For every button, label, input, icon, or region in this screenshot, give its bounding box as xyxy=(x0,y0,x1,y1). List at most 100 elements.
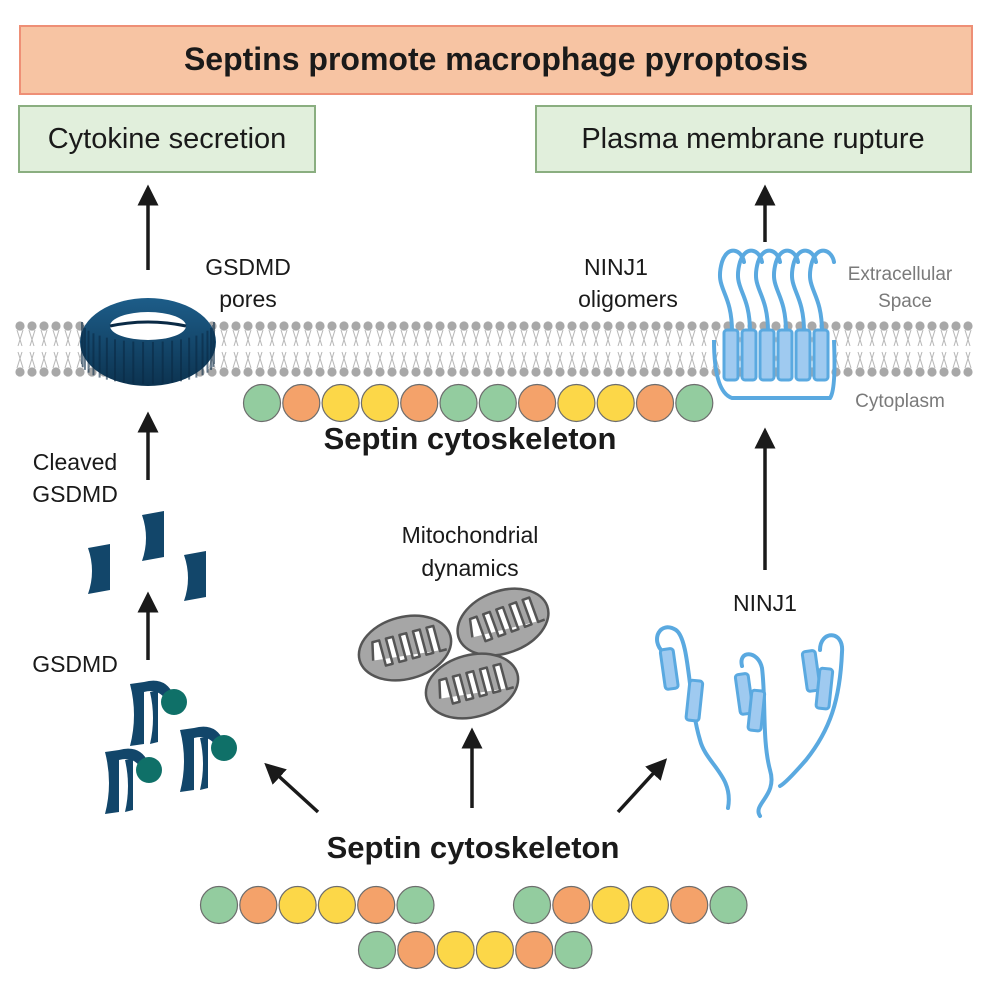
ninj1-oligomer xyxy=(712,248,837,400)
lipid-head xyxy=(891,321,901,331)
lipid-head xyxy=(15,367,25,377)
lipid-head xyxy=(699,367,709,377)
lipid-head xyxy=(327,367,337,377)
septin-subunit-yellow xyxy=(596,383,635,423)
septin-subunit-green xyxy=(357,930,397,970)
lipid-head xyxy=(543,367,553,377)
lipid-head xyxy=(267,367,277,377)
ninj1-extracellular-loop xyxy=(717,248,746,334)
lipid-head xyxy=(615,321,625,331)
ninj1-helix xyxy=(794,328,812,382)
septin-subunit-green xyxy=(242,383,282,423)
lipid-head xyxy=(651,367,661,377)
outcome-cytokine-secretion: Cytokine secretion xyxy=(18,105,316,173)
septin-subunit-green xyxy=(512,885,552,925)
gsdmd-c-terminal-domain xyxy=(211,735,237,761)
gsdmd-label: GSDMD xyxy=(32,651,118,677)
lipid-head xyxy=(303,367,313,377)
ninj1-oligomers-label-2: oligomers xyxy=(578,286,678,312)
lipid-head xyxy=(639,321,649,331)
septin-subunit-orange xyxy=(397,930,436,970)
lipid-head xyxy=(507,321,517,331)
cleaved-fragment-3 xyxy=(184,551,206,601)
lipid-head xyxy=(867,367,877,377)
lipid-head xyxy=(879,367,889,377)
ninj1-extracellular-loop xyxy=(771,248,800,334)
mitochondrial-dynamics-label-2: dynamics xyxy=(421,555,518,581)
lipid-head xyxy=(879,321,889,331)
lipid-head xyxy=(279,321,289,331)
ninj1-helix xyxy=(758,328,776,382)
lipid-head xyxy=(855,321,865,331)
ninj1-helix xyxy=(800,649,822,693)
ninj1-extracellular-loop xyxy=(789,248,818,334)
lipid-head xyxy=(339,321,349,331)
septin-subunit-yellow xyxy=(591,885,630,925)
lipid-head xyxy=(27,367,37,377)
svg-text:Cytokine secretion: Cytokine secretion xyxy=(48,123,287,155)
arrow-septin-to-ninj1 xyxy=(616,758,668,814)
septin-subunit-green xyxy=(396,885,435,925)
lipid-head xyxy=(483,321,493,331)
lipid-head xyxy=(663,367,673,377)
ninj1-helix xyxy=(722,328,740,382)
lipid-head xyxy=(363,321,373,331)
ninj1-monomer xyxy=(655,625,731,810)
lipid-head xyxy=(219,367,229,377)
lipid-head xyxy=(243,321,253,331)
lipid-head xyxy=(471,367,481,377)
lipid-head xyxy=(231,367,241,377)
lipid-head xyxy=(243,367,253,377)
lipid-head xyxy=(831,321,841,331)
lipid-head xyxy=(903,321,913,331)
lipid-head xyxy=(315,367,325,377)
lipid-head xyxy=(411,321,421,331)
outcome-plasma-membrane-rupture: Plasma membrane rupture xyxy=(535,105,972,173)
lipid-head xyxy=(219,321,229,331)
septin-subunit-yellow xyxy=(360,383,399,423)
ninj1-helix xyxy=(814,666,835,711)
ninj1-monomers xyxy=(655,625,845,818)
lipid-head xyxy=(411,367,421,377)
septin-filament-bottom-center xyxy=(357,930,593,970)
lipid-head xyxy=(603,321,613,331)
lipid-head xyxy=(303,321,313,331)
lipid-head xyxy=(651,321,661,331)
lipid-head xyxy=(639,367,649,377)
gsdmd-pores-label-2: pores xyxy=(219,286,277,312)
lipid-head xyxy=(267,321,277,331)
extracellular-label-1: Extracellular xyxy=(848,264,953,285)
gsdmd-c-terminal-domain xyxy=(136,757,162,783)
ninj1-helix xyxy=(684,678,705,723)
septin-filament-bottom-left xyxy=(199,885,435,925)
lipid-head xyxy=(519,367,529,377)
septin-subunit-yellow xyxy=(436,930,475,970)
lipid-head xyxy=(207,367,217,377)
septin-subunit-orange xyxy=(400,383,439,423)
lipid-head xyxy=(459,321,469,331)
lipid-head xyxy=(603,367,613,377)
ninj1-extracellular-loop xyxy=(735,248,764,334)
mitochondria xyxy=(357,587,550,720)
lipid-head xyxy=(495,367,505,377)
lipid-head xyxy=(687,321,697,331)
lipid-head xyxy=(915,367,925,377)
lipid-head xyxy=(255,367,265,377)
ninj1-label: NINJ1 xyxy=(733,590,797,616)
lipid-head xyxy=(315,321,325,331)
septin-cytoskeleton-label-bottom: Septin cytoskeleton xyxy=(327,830,620,865)
cleaved-gsdmd-label-2: GSDMD xyxy=(32,481,118,507)
septin-filament-bottom-right xyxy=(512,885,748,925)
lipid-head xyxy=(459,367,469,377)
lipid-head xyxy=(675,367,685,377)
lipid-head xyxy=(951,321,961,331)
lipid-head xyxy=(807,321,817,331)
lipid-head xyxy=(483,367,493,377)
lipid-head xyxy=(447,321,457,331)
mitochondrion xyxy=(456,587,550,657)
lipid-head xyxy=(663,321,673,331)
cleaved-fragment-2 xyxy=(88,544,110,594)
septin-subunit-yellow xyxy=(317,885,356,925)
septin-subunit-orange xyxy=(517,383,557,423)
